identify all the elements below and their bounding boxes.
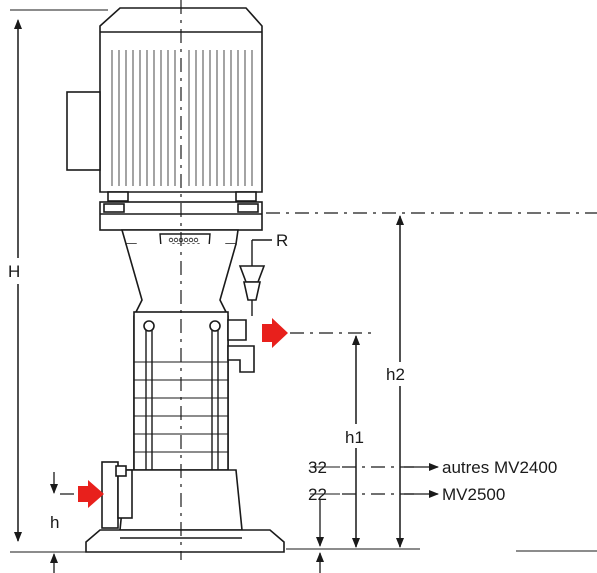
label-32: 32 xyxy=(308,458,327,477)
label-H: H xyxy=(8,262,20,281)
label-h: h xyxy=(50,513,59,532)
dimension-h1: h1 xyxy=(344,335,374,548)
dimension-h2: h2 xyxy=(384,215,418,548)
pump-base xyxy=(85,461,285,553)
motor-fins xyxy=(111,50,253,186)
dimension-H: H xyxy=(2,19,32,542)
grille-hole xyxy=(183,237,189,243)
label-h2: h2 xyxy=(386,365,405,384)
grille-hole xyxy=(188,237,194,243)
label-R: R xyxy=(276,231,288,250)
inlet-arrow-icon xyxy=(78,480,104,508)
motor xyxy=(66,7,263,202)
label-mv2500: MV2500 xyxy=(442,485,505,504)
grille-hole xyxy=(193,237,199,243)
model-callouts: 32 autres MV2400 22 MV2500 xyxy=(308,458,557,504)
label-22: 22 xyxy=(308,485,327,504)
outlet-arrow-icon xyxy=(262,318,288,348)
dimension-h: h xyxy=(50,472,59,573)
pump-column xyxy=(125,243,255,480)
label-autres-mv2400: autres MV2400 xyxy=(442,458,557,477)
grille-hole xyxy=(173,237,179,243)
label-h1: h1 xyxy=(345,428,364,447)
priming-funnel xyxy=(238,239,272,316)
grille-hole xyxy=(168,237,174,243)
